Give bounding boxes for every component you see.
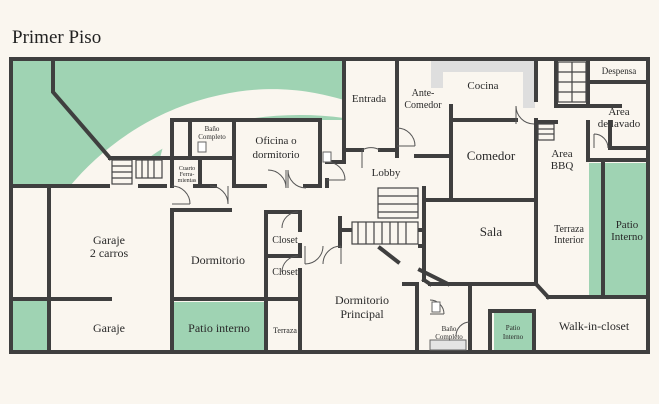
room-label-closet-2: Closet xyxy=(272,267,298,278)
room-label-oficina-2: dormitorio xyxy=(252,149,300,161)
room-label-oficina: Oficina o xyxy=(255,135,297,147)
room-label-walk-in-closet: Walk-in-closet xyxy=(559,319,630,333)
door-swings xyxy=(171,105,609,337)
room-label-entrada: Entrada xyxy=(352,93,386,105)
interior-walls xyxy=(9,57,650,354)
exterior-walls xyxy=(9,57,650,354)
room-label-patio-interno: Patio xyxy=(616,219,639,231)
room-label-bano-2: Completo xyxy=(198,133,226,141)
room-label-terraza-interior-2: Interior xyxy=(554,235,585,246)
room-label-garaje-2-carros-2: 2 carros xyxy=(90,246,129,260)
patio-interno-right-fill xyxy=(589,163,648,297)
room-label-cuarto-2: Ferra- xyxy=(180,172,195,178)
room-label-garaje: Garaje xyxy=(93,321,125,335)
room-label-cocina: Cocina xyxy=(467,80,498,92)
room-label-area-lavado: Area xyxy=(608,106,629,118)
kitchen-counters xyxy=(431,60,535,108)
room-label-area-lavado-2: de lavado xyxy=(598,118,641,130)
room-label-lobby: Lobby xyxy=(372,167,401,179)
room-label-area-bbq-2: BBQ xyxy=(551,160,574,172)
room-label-closet: Closet xyxy=(272,235,298,246)
toilet-icon xyxy=(431,301,441,313)
patio-interno-bottom-fill xyxy=(170,302,266,352)
room-label-patio-interno-small-2: Interno xyxy=(503,333,524,341)
toilet-icon xyxy=(322,151,332,163)
room-label-ante-comedor-2: Comedor xyxy=(404,100,442,111)
green-areas xyxy=(11,59,648,352)
room-label-patio-interno-small: Patio xyxy=(506,324,521,332)
room-label-garaje-2-carros: Garaje xyxy=(93,233,125,247)
room-label-dormitorio: Dormitorio xyxy=(191,253,245,267)
room-label-sala: Sala xyxy=(480,224,503,239)
fixtures xyxy=(197,141,467,351)
room-label-patio-interno-2: Interno xyxy=(611,231,643,243)
room-label-despensa: Despensa xyxy=(602,66,637,76)
bathtub-icon xyxy=(429,339,467,351)
room-label-dormitorio-principal-2: Principal xyxy=(340,307,384,321)
toilet-icon xyxy=(197,141,207,153)
room-label-bano-principal-2: Completo xyxy=(435,333,463,341)
room-label-area-bbq: Area xyxy=(551,148,572,160)
room-labels: Entrada Ante- Comedor Cocina Despensa Ar… xyxy=(90,66,644,341)
room-label-comedor: Comedor xyxy=(467,148,516,163)
patio-interno-small-fill xyxy=(494,313,534,352)
stairs xyxy=(111,61,587,245)
page-title: Primer Piso xyxy=(12,27,101,48)
room-label-patio-interno-bottom: Patio interno xyxy=(188,321,250,335)
room-label-bano-principal: Baño xyxy=(442,325,457,333)
room-label-dormitorio-principal: Dormitorio xyxy=(335,293,389,307)
room-label-terraza: Terraza xyxy=(273,326,297,335)
garden-bottom-left-fill xyxy=(11,300,49,352)
room-label-terraza-interior: Terraza xyxy=(554,224,584,235)
room-label-bano: Baño xyxy=(205,125,220,133)
room-label-cuarto-3: mientas xyxy=(178,178,197,184)
room-label-cuarto: Cuarto xyxy=(179,166,195,172)
room-label-ante-comedor: Ante- xyxy=(412,88,435,99)
